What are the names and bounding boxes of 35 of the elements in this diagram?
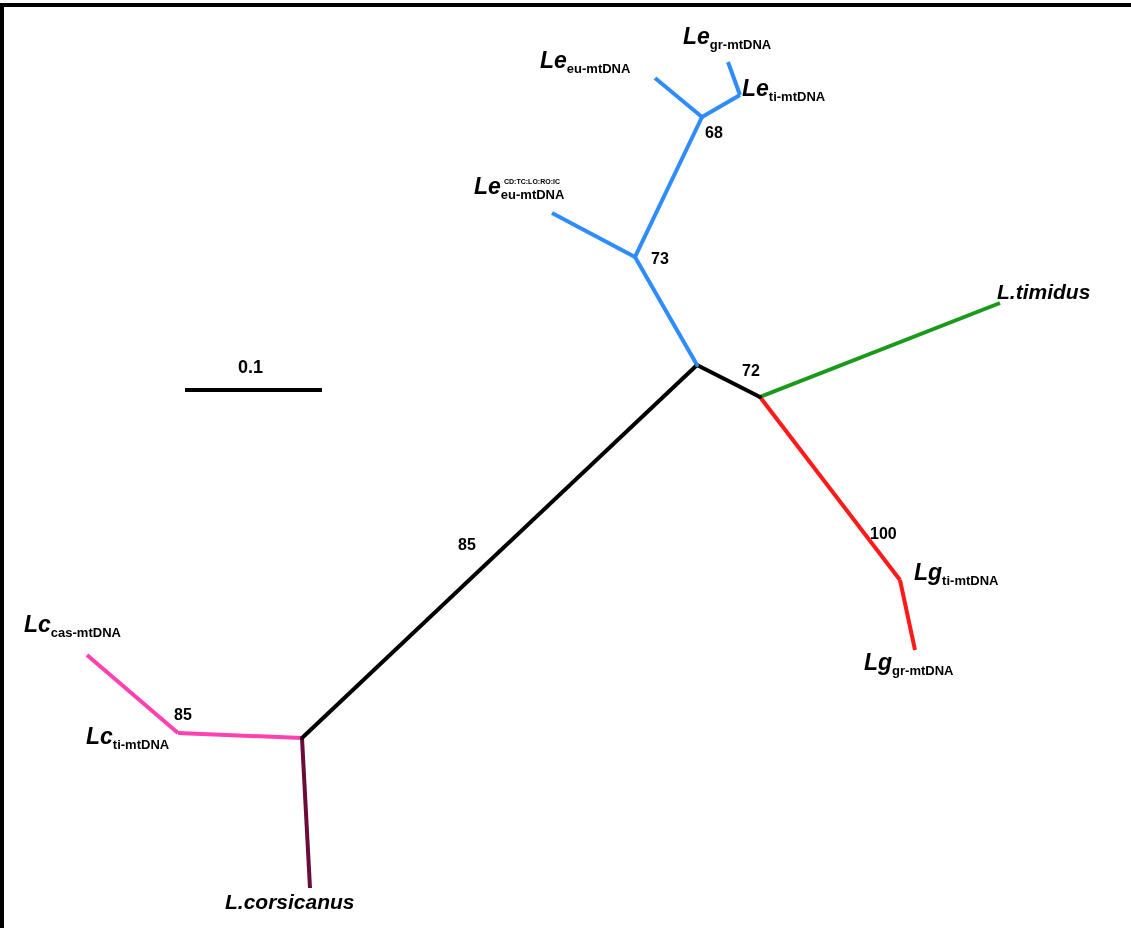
tree-branch bbox=[177, 731, 303, 740]
edge-label: 85 bbox=[458, 536, 476, 554]
branch-point bbox=[758, 395, 762, 399]
bootstrap-value: 73 bbox=[651, 250, 669, 268]
taxon-label: Le$_{eu-mtDNA}$ bbox=[540, 46, 631, 83]
tree-branch bbox=[696, 363, 761, 399]
tree-branch bbox=[653, 76, 704, 119]
bootstrap-value: 85 bbox=[174, 706, 192, 724]
taxon-label: Lc$_{ti-mtDNA}$ bbox=[86, 722, 170, 759]
bootstrap-value: 72 bbox=[742, 362, 760, 380]
bootstrap-value: 100 bbox=[870, 525, 897, 543]
tree-branch bbox=[701, 93, 741, 119]
taxon-label: Lg$_{ti-mtDNA}$ bbox=[914, 558, 999, 595]
taxon-label: Le$_{ti-mtDNA}$ bbox=[742, 74, 826, 111]
tree-branch bbox=[758, 395, 902, 582]
scale-label: 0.1 bbox=[238, 357, 264, 378]
tree-branch bbox=[759, 301, 1001, 399]
taxon-label: L.corsicanus bbox=[225, 888, 355, 916]
taxon-label: L.timidus bbox=[997, 278, 1091, 306]
taxon-label: Lc$_{cas-mtDNA}$ bbox=[24, 610, 121, 647]
branch-point bbox=[695, 363, 699, 367]
tree-branch bbox=[726, 61, 742, 96]
branch-point bbox=[633, 255, 637, 259]
taxon-label: Le$_{gr-mtDNA}$ bbox=[683, 22, 772, 59]
branch-point bbox=[300, 736, 304, 740]
tree-branch bbox=[300, 737, 312, 889]
branch-point bbox=[700, 115, 704, 119]
tree-branch bbox=[85, 653, 180, 735]
taxon-label: Lg$_{gr-mtDNA}$ bbox=[864, 648, 954, 685]
tree-branch bbox=[551, 211, 636, 259]
bootstrap-value: 68 bbox=[705, 124, 723, 142]
tree-branch bbox=[300, 363, 699, 740]
tree-branch bbox=[633, 116, 704, 258]
tree-branch bbox=[633, 256, 699, 366]
tree-branch bbox=[898, 579, 917, 651]
